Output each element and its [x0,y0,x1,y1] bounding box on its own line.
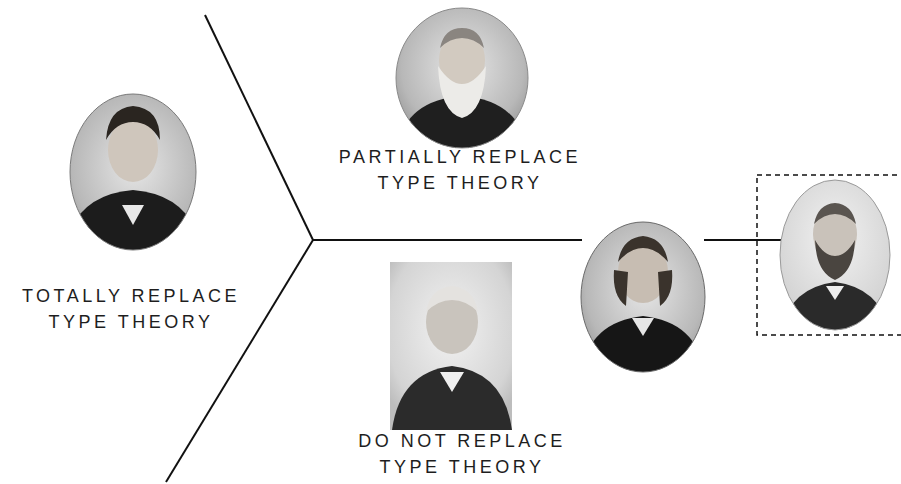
portrait [390,262,512,430]
dashed-frame [757,175,901,335]
portrait [390,0,535,150]
portrait [575,215,715,380]
divider-line [166,240,313,482]
portrait-caption: TOTALLY REPLACE TYPE THEORY [0,283,262,335]
branch-line [704,239,781,241]
branch-line [313,239,582,241]
caption-text: PARTIALLY REPLACE TYPE THEORY [329,144,591,196]
portrait [60,90,210,260]
caption-text: TOTALLY REPLACE TYPE THEORY [0,283,262,335]
caption-text: DO NOT REPLACE TYPE THEORY [331,428,593,480]
portrait [775,175,895,335]
divider-line [205,15,313,240]
divider-lines [166,15,781,482]
portrait-caption: DO NOT REPLACE TYPE THEORY [331,428,593,480]
portrait-caption: PARTIALLY REPLACE TYPE THEORY [329,144,591,196]
